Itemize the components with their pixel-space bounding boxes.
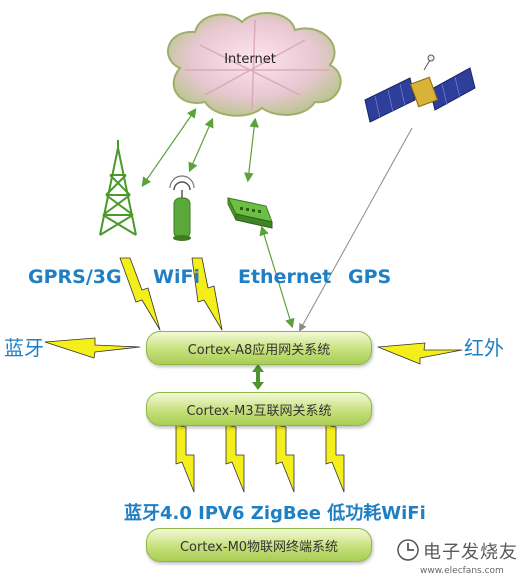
watermark: 电子发烧友 — [398, 538, 518, 564]
lightning-bolt-icon — [275, 424, 295, 493]
lightning-bolt-icon — [119, 257, 161, 331]
wifi-router-icon — [169, 175, 195, 241]
cortex-m3-gateway-box: Cortex-M3互联网关系统 — [146, 392, 372, 426]
arrow-cloud-ethernet — [244, 117, 259, 183]
arrow-gps — [299, 127, 413, 332]
arrow-cloud-tower — [141, 108, 197, 187]
gprs-3g-label: GPRS/3G — [28, 266, 122, 288]
lightning-bolt-icon — [325, 424, 345, 493]
lightning-bolt-icon — [225, 424, 245, 493]
lightning-bolt-icon — [191, 257, 223, 331]
cloud-icon — [167, 11, 342, 117]
bluetooth-label: 蓝牙 — [4, 336, 44, 360]
lightning-bolt-icon — [377, 342, 463, 365]
watermark-text: 电子发烧友 — [423, 542, 518, 563]
watermark-url: www.elecfans.com — [420, 566, 504, 576]
gps-label: GPS — [348, 266, 392, 288]
watermark-logo-icon — [397, 539, 419, 561]
lightning-bolt-icon — [44, 337, 141, 359]
wifi-label: WiFi — [153, 266, 200, 288]
ethernet-switch-icon — [227, 197, 273, 229]
arrow-ethernet-a8 — [259, 225, 295, 329]
cortex-a8-gateway-box: Cortex-A8应用网关系统 — [146, 331, 372, 365]
bottom-protocols-label: 蓝牙4.0 IPV6 ZigBee 低功耗WiFi — [124, 503, 426, 524]
arrow-a8-m3 — [252, 364, 264, 390]
cortex-m0-terminal-box: Cortex-M0物联网终端系统 — [146, 528, 372, 562]
internet-label: Internet — [224, 52, 276, 67]
infrared-label: 红外 — [464, 336, 504, 360]
lightning-bolt-icon — [175, 424, 195, 493]
ethernet-label: Ethernet — [238, 266, 332, 288]
arrow-cloud-wifi — [188, 117, 214, 173]
satellite-icon — [364, 54, 476, 123]
tower-icon — [99, 140, 137, 236]
